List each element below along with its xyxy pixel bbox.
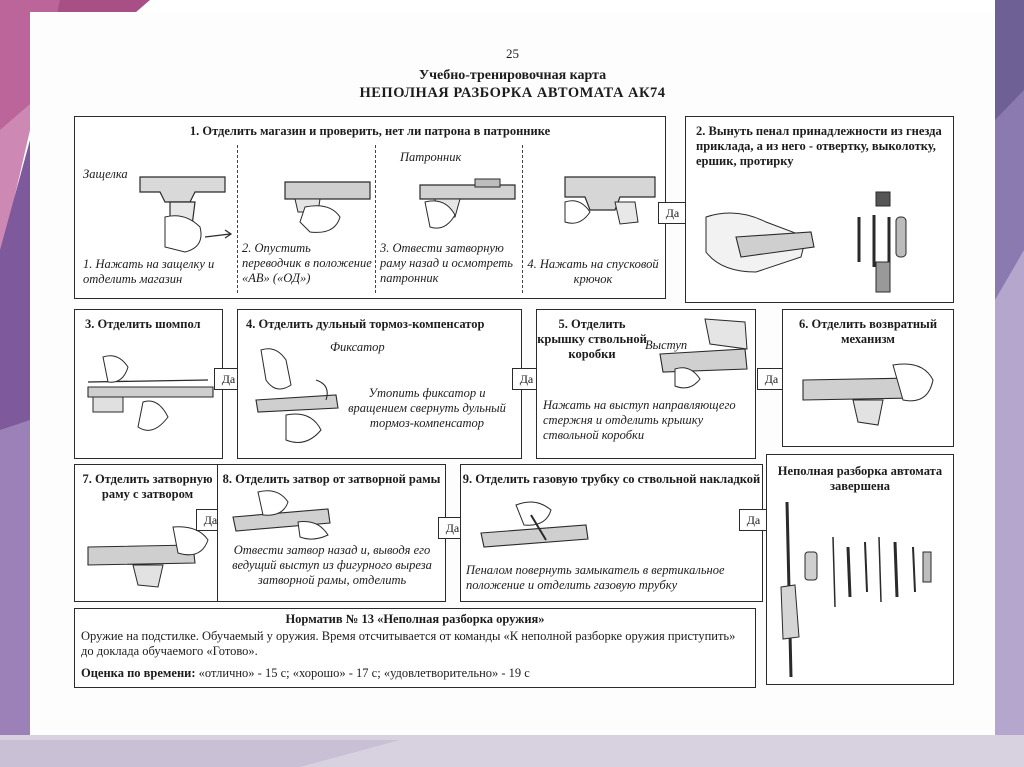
step-9-title: 9. Отделить газовую трубку со ствольной … [461,472,762,487]
bolt-removal-illustration [228,487,338,542]
step-1-sub-1: 1. Нажать на защелку и отделить магазин [83,257,233,287]
step-2-box: 2. Вынуть пенал принадлежности из гнезда… [685,116,954,303]
divider [237,145,238,293]
step-4-desc: Утопить фиксатор и вращением свернуть ду… [338,386,516,431]
muzzle-brake-illustration [246,340,341,450]
gas-tube-illustration [476,495,596,555]
norm-box: Норматив № 13 «Неполная разборка оружия»… [74,608,756,688]
yes-arrow: Да [658,202,687,224]
norm-grades-label: Оценка по времени: [81,666,196,680]
step-8-box: 8. Отделить затвор от затворной рамы Отв… [217,464,446,602]
step-8-title: 8. Отделить затвор от затворной рамы [218,472,445,487]
bolt-carrier-illustration [83,525,213,597]
step-4-title: 4. Отделить дульный тормоз-компенсатор [246,317,484,332]
norm-text: Оружие на подстилке. Обучаемый у оружия.… [81,629,749,659]
card-subtitle: НЕПОЛНАЯ РАЗБОРКА АВТОМАТА АК74 [30,86,995,101]
step-5-box: 5. Отделить крышку ствольной коробки Выс… [536,309,756,459]
step-9-desc: Пеналом повернуть замыкатель в вертикаль… [466,563,758,593]
recoil-spring-illustration [793,360,943,440]
step-5-title: 5. Отделить крышку ствольной коробки [537,317,647,362]
step-1-title: 1. Отделить магазин и проверить, нет ли … [75,124,665,139]
norm-title: Норматив № 13 «Неполная разборка оружия» [75,612,755,627]
step-1-sub-3: 3. Отвести затворную раму назад и осмотр… [380,241,520,286]
training-card: 25 Учебно-тренировочная карта НЕПОЛНАЯ Р… [30,12,995,734]
step-6-title: 6. Отделить возвратный механизм [783,317,953,347]
norm-grades: «отлично» - 15 с; «хорошо» - 17 с; «удов… [199,666,530,680]
step-10-box: Неполная разборка автомата завершена [766,454,954,685]
selector-illustration [280,167,375,237]
divider [522,145,523,293]
cleaning-rod-illustration [83,342,215,450]
magazine-removal-illustration [135,162,235,257]
step-9-box: 9. Отделить газовую трубку со ствольной … [460,464,763,602]
label-chamber: Патронник [400,150,461,165]
step-2-title: 2. Вынуть пенал принадлежности из гнезда… [696,124,946,169]
step-4-box: 4. Отделить дульный тормоз-компенсатор Ф… [237,309,522,459]
step-7-title: 7. Отделить затворную раму с затвором [75,472,220,502]
norm-grades-line: Оценка по времени: «отлично» - 15 с; «хо… [81,666,749,681]
chamber-check-illustration [415,167,520,242]
disassembled-parts-illustration [773,497,949,679]
label-latch: Защелка [83,167,128,182]
step-1-box: 1. Отделить магазин и проверить, нет ли … [74,116,666,299]
step-3-box: 3. Отделить шомпол [74,309,223,459]
step-3-title: 3. Отделить шомпол [85,317,201,332]
page-number: 25 [30,46,995,61]
step-6-box: 6. Отделить возвратный механизм [782,309,954,447]
divider [375,145,376,293]
yes-arrow: Да [739,509,768,531]
step-7-box: 7. Отделить затворную раму с затвором [74,464,221,602]
step-10-title: Неполная разборка автомата завершена [767,464,953,494]
accessory-kit-illustration [696,187,946,297]
trigger-illustration [560,162,660,237]
step-1-sub-4: 4. Нажать на спусковой крючок [527,257,659,287]
step-8-desc: Отвести затвор назад и, выводя его ведущ… [222,543,442,588]
step-5-desc: Нажать на выступ направляющего стержня и… [543,398,753,443]
card-title: Учебно-тренировочная карта [30,68,995,83]
step-1-sub-2: 2. Опустить переводчик в положение «АВ» … [242,241,372,286]
receiver-cover-illustration [655,314,751,394]
